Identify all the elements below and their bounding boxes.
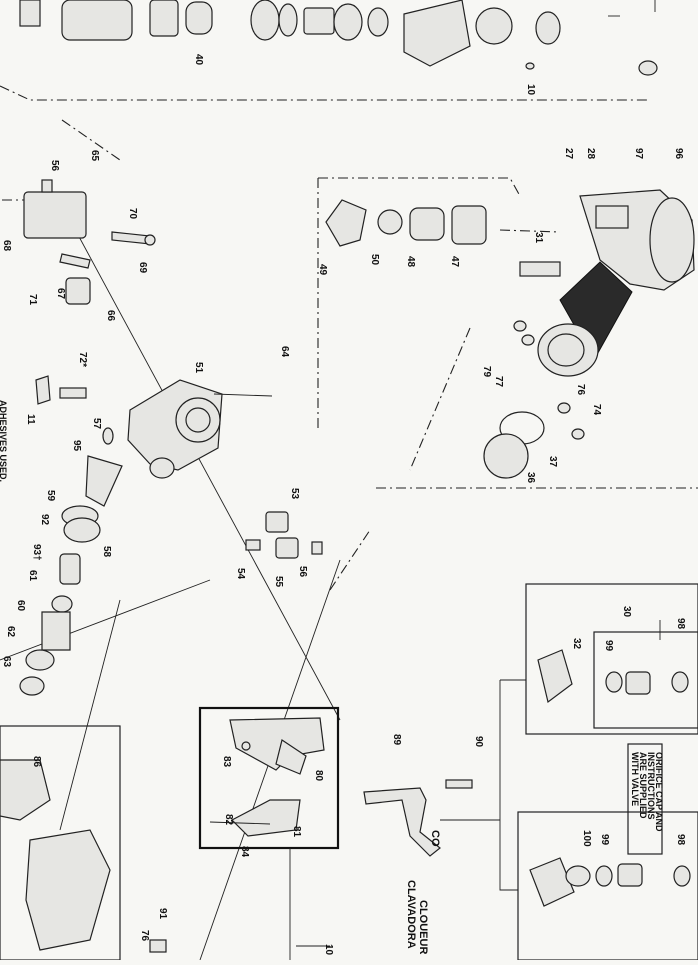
label-p65: 65 <box>89 150 100 162</box>
label-p83: 83 <box>221 756 232 768</box>
label-p55: 55 <box>273 576 284 588</box>
top-parts-row <box>19 0 658 76</box>
label-p27: 27 <box>563 148 574 160</box>
label-p96: 96 <box>673 148 684 160</box>
label-p77: 77 <box>493 376 504 388</box>
orifice-note-line3: ARE SUPPLIED <box>638 752 648 819</box>
label-p82: 82 <box>223 814 234 826</box>
valve-body <box>127 379 273 479</box>
label-p66: 66 <box>105 310 116 322</box>
label-p89: 89 <box>391 734 402 746</box>
label-p58: 58 <box>101 546 112 558</box>
label-p51: 51 <box>193 362 204 374</box>
label-p72: 72* <box>77 352 88 367</box>
label-p84: 84 <box>239 846 250 858</box>
orifice-note-line2: INSTRUCTIONS <box>646 752 656 820</box>
label-p30: 30 <box>621 606 632 618</box>
label-p59: 59 <box>45 490 56 502</box>
label-p31: 31 <box>533 232 544 244</box>
title-clavadora: CLAVADORA <box>405 880 417 949</box>
label-p98a: 98 <box>675 618 686 630</box>
orifice-note-line4: WITH VALVE <box>630 752 640 806</box>
label-p47: 47 <box>449 256 460 268</box>
label-p49: 49 <box>317 264 328 276</box>
label-p91: 91 <box>157 908 168 920</box>
label-p69: 69 <box>137 262 148 274</box>
label-p53: 53 <box>289 488 300 500</box>
label-p92: 92 <box>39 514 50 526</box>
label-p37: 37 <box>547 456 558 468</box>
label-p98b: 98 <box>675 834 686 846</box>
lower-regulator-parts <box>529 857 691 907</box>
label-p63: 63 <box>1 656 12 668</box>
label-p76b: 76 <box>139 930 150 942</box>
label-p60: 60 <box>15 600 26 612</box>
label-p70: 70 <box>127 208 138 220</box>
label-p95: 95 <box>71 440 82 452</box>
label-p93: 93† <box>31 544 42 561</box>
label-p56b: 56 <box>297 566 308 578</box>
title-co: CO <box>429 830 441 847</box>
label-p99b: 99 <box>599 834 610 846</box>
label-p50: 50 <box>369 254 380 266</box>
main-housing <box>483 189 695 479</box>
label-p11: 11 <box>25 414 36 425</box>
label-p76a: 76 <box>575 384 586 396</box>
notes: ADHESIVES USED. ORIFICE CAP AND INSTRUCT… <box>0 400 664 832</box>
label-p80: 80 <box>313 770 324 782</box>
label-p97: 97 <box>633 148 644 160</box>
label-p100: 100 <box>581 830 592 847</box>
label-p79: 79 <box>481 366 492 378</box>
title-cloueur: CLOUEUR <box>417 900 429 954</box>
label-p28: 28 <box>585 148 596 160</box>
regulator-parts <box>537 649 689 704</box>
label-p99a: 99 <box>603 640 614 652</box>
orifice-note-line1: ORIFICE CAP AND <box>654 752 664 832</box>
label-p48: 48 <box>405 256 416 268</box>
label-p61: 61 <box>27 570 38 582</box>
label-p57: 57 <box>91 418 102 430</box>
part-number-labels: 40 10 27 28 97 96 56 65 70 69 68 67 71 6… <box>1 54 686 956</box>
magazine-parts <box>0 759 167 953</box>
label-p56a: 56 <box>49 160 60 172</box>
label-p86: 86 <box>31 756 42 768</box>
title-fragments: CO CLOUEUR CLAVADORA <box>405 830 441 954</box>
trigger-pin-group <box>245 511 323 559</box>
label-p71: 71 <box>27 294 38 306</box>
label-p68: 68 <box>1 240 12 252</box>
label-p54: 54 <box>235 568 246 580</box>
label-p64: 64 <box>279 346 290 358</box>
label-p10x: 10 <box>323 944 334 956</box>
label-p90: 90 <box>473 736 484 748</box>
label-p32: 32 <box>571 638 582 650</box>
inset-trigger-parts <box>209 717 325 837</box>
label-p40: 40 <box>193 54 204 66</box>
label-p81: 81 <box>291 826 302 838</box>
adhesives-note: ADHESIVES USED. <box>0 400 8 482</box>
label-p62: 62 <box>5 626 16 638</box>
label-p74: 74 <box>591 404 602 416</box>
trigger-assembly <box>363 779 473 857</box>
label-p36: 36 <box>525 472 536 484</box>
label-p10: 10 <box>525 84 536 96</box>
left-valve-stack <box>19 179 156 696</box>
cylinder-parts <box>325 199 487 247</box>
label-p67: 67 <box>55 288 66 300</box>
